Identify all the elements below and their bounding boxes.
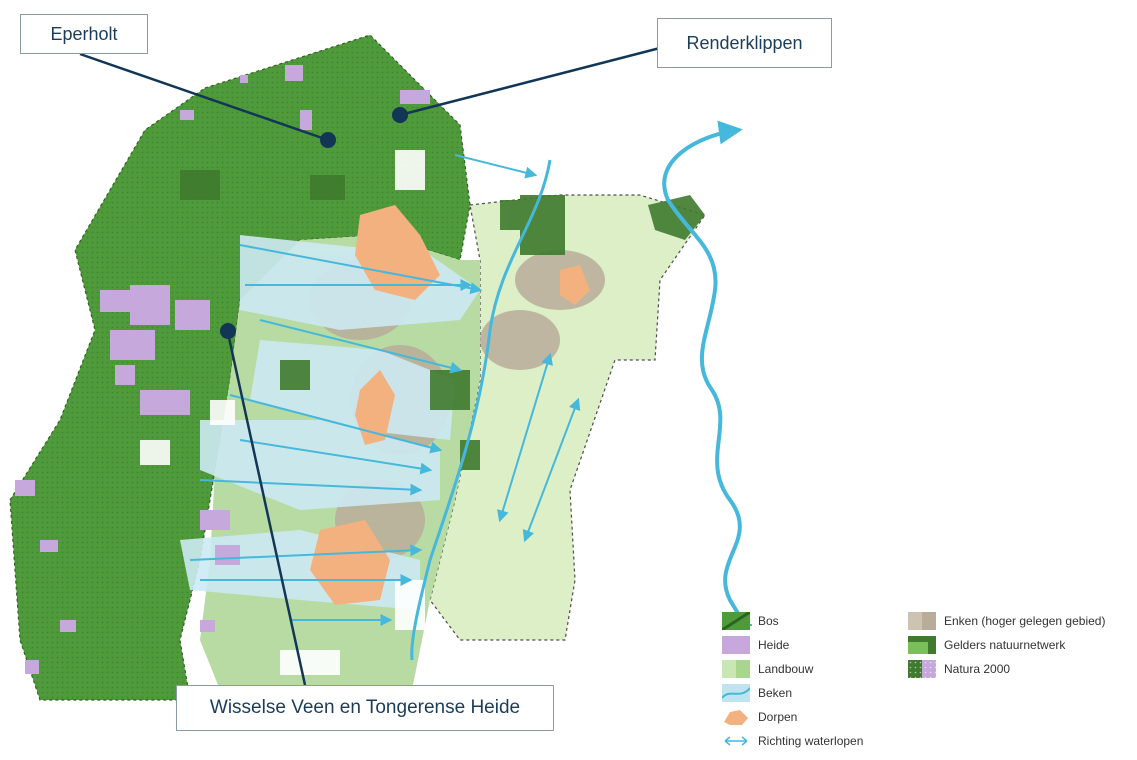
gnn-patches xyxy=(180,170,705,470)
callout-lines xyxy=(79,46,661,686)
richting-arrow-icon xyxy=(724,736,748,746)
legend-label: Bos xyxy=(758,614,779,628)
wisselse-marker xyxy=(220,323,236,339)
heide-icon xyxy=(722,636,750,654)
beken-icon xyxy=(722,684,750,702)
legend-label: Gelders natuurnetwerk xyxy=(944,638,1066,652)
renderklippen-marker xyxy=(392,107,408,123)
legend-item-bos: Bos xyxy=(722,612,779,630)
legend-item-richting: Richting waterlopen xyxy=(722,732,863,750)
legend-label: Beken xyxy=(758,686,793,700)
enken-icon xyxy=(908,612,936,630)
callout-renderklippen-label: Renderklippen xyxy=(686,32,803,53)
legend-label: Landbouw xyxy=(758,662,814,676)
legend-label: Richting waterlopen xyxy=(758,734,864,748)
callout-dots xyxy=(220,107,408,339)
landbouw-icon xyxy=(722,660,750,678)
legend-label: Heide xyxy=(758,638,790,652)
main-stream xyxy=(410,159,552,661)
eperholt-marker xyxy=(320,132,336,148)
legend-label: Natura 2000 xyxy=(944,662,1011,676)
legend-item-enken: Enken (hoger gelegen gebied) xyxy=(908,612,1105,630)
callout-eperholt-label: Eperholt xyxy=(50,23,118,44)
callout-eperholt: Eperholt xyxy=(20,14,148,54)
natura2000-icon xyxy=(908,660,936,678)
white-gaps xyxy=(140,150,425,675)
legend-item-beken: Beken xyxy=(722,684,792,702)
study-area xyxy=(9,34,706,710)
waterloop-arrows xyxy=(189,154,581,626)
callout-wisselse-label: Wisselse Veen en Tongerense Heide xyxy=(209,697,521,718)
callout-renderklippen: Renderklippen xyxy=(657,18,832,68)
gnn-icon xyxy=(908,636,936,654)
legend-label: Dorpen xyxy=(758,710,798,724)
legend-item-landbouw: Landbouw xyxy=(722,660,813,678)
legend-item-gnn: Gelders natuurnetwerk xyxy=(908,636,1065,654)
callout-wisselse: Wisselse Veen en Tongerense Heide xyxy=(176,685,554,731)
river-line xyxy=(662,120,747,627)
legend-label: Enken (hoger gelegen gebied) xyxy=(944,614,1106,628)
bos-icon xyxy=(722,612,750,630)
heide-patches xyxy=(15,65,430,674)
dorpen-icon xyxy=(724,710,748,725)
legend-item-dorpen: Dorpen xyxy=(722,708,797,726)
legend-item-natura2000: Natura 2000 xyxy=(908,660,1010,678)
legend-item-heide: Heide xyxy=(722,636,789,654)
dorpen xyxy=(310,205,590,605)
